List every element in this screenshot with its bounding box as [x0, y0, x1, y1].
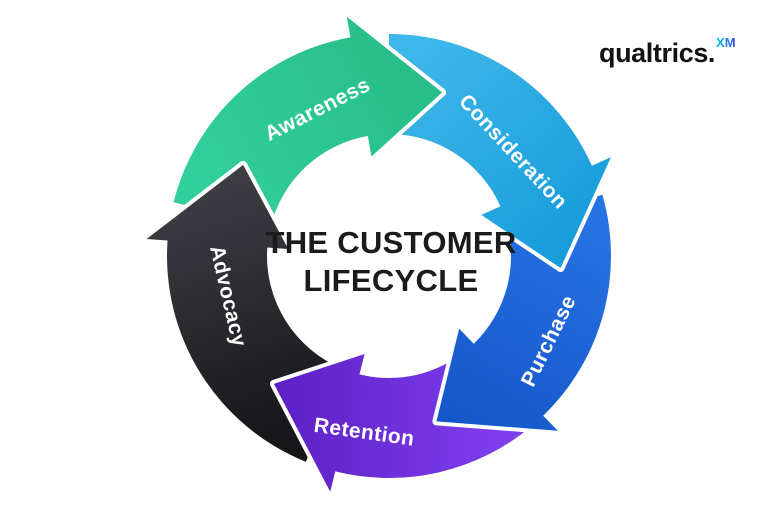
cycle-arrows	[142, 12, 615, 496]
diagram-title-line2: LIFECYCLE	[303, 263, 479, 298]
qualtrics-logo: qualtrics. XM	[599, 36, 736, 68]
xm-badge: XM	[716, 35, 736, 50]
diagram-title: THE CUSTOMER LIFECYCLE	[265, 224, 516, 300]
diagram-title-line1: THE CUSTOMER	[265, 225, 517, 260]
qualtrics-logo-text: qualtrics.	[599, 38, 716, 68]
